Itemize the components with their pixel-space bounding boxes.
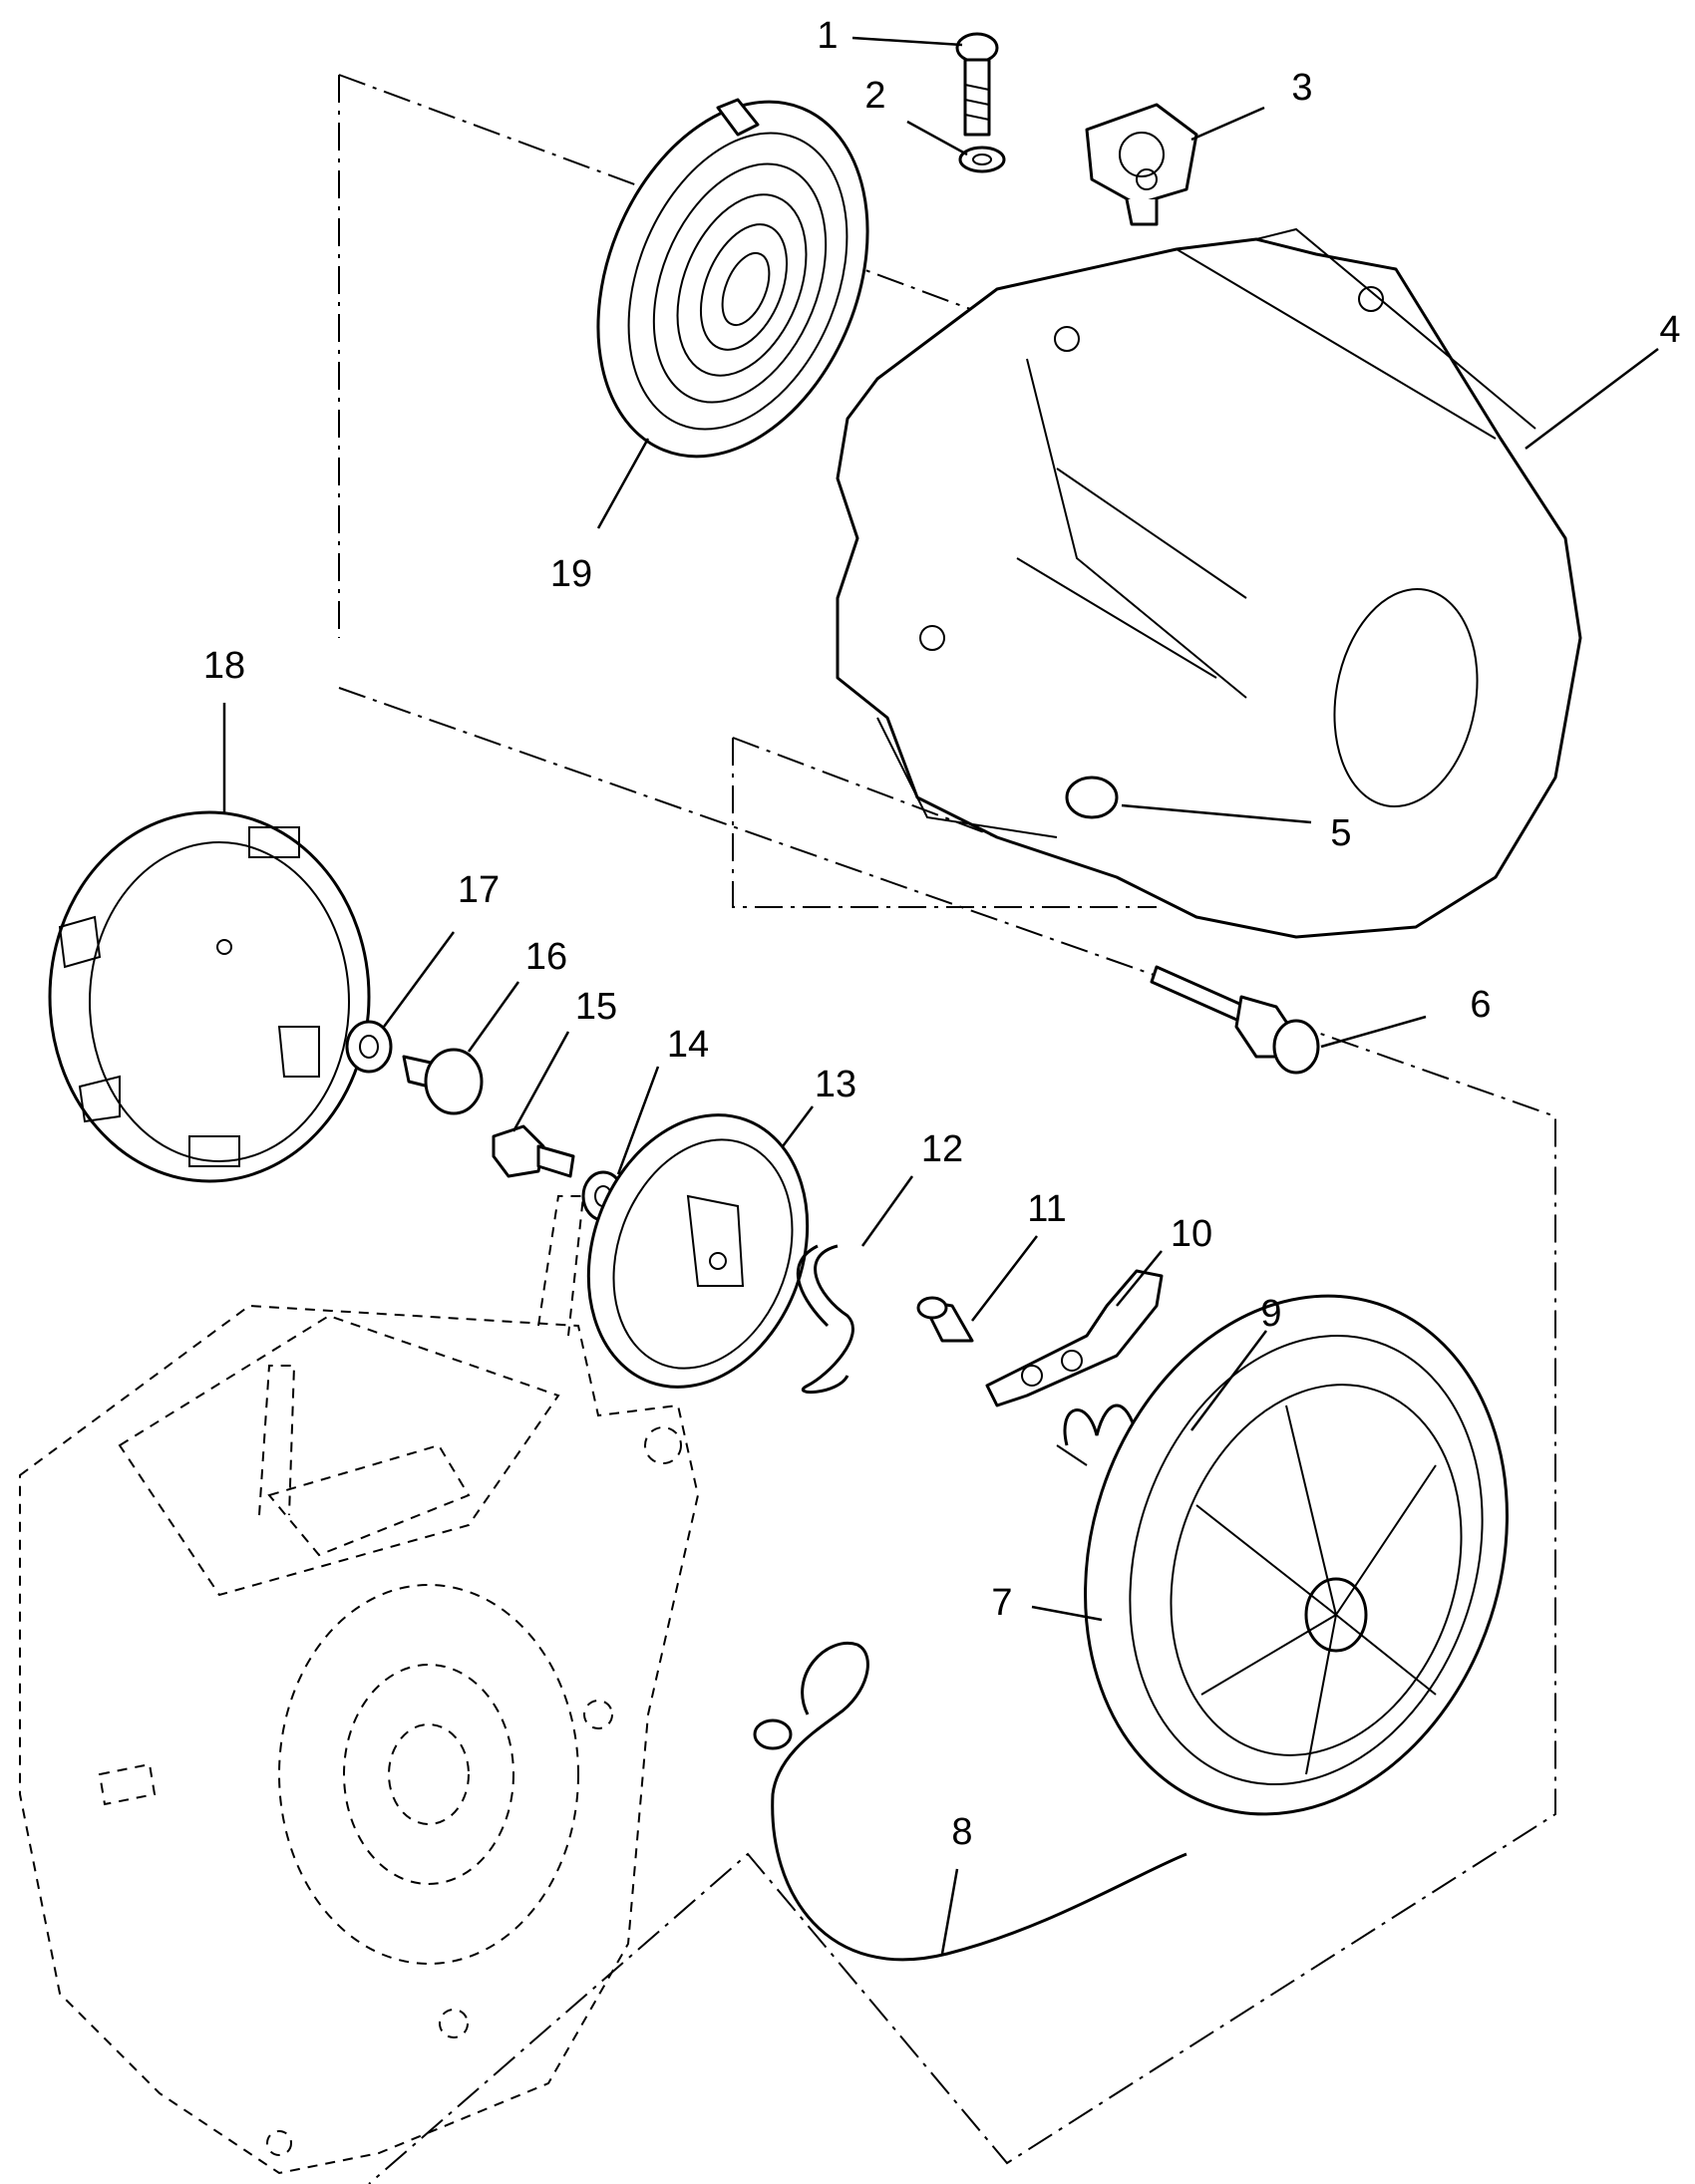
- washer: [958, 146, 1006, 173]
- leader-lines: [222, 36, 1659, 1955]
- callout-17: 17: [458, 869, 500, 911]
- starter-pulley-drum: [48, 810, 371, 1183]
- starter-reel: [1084, 1294, 1509, 1816]
- callout-16: 16: [525, 936, 567, 978]
- callout-labels: 1 2 3 4 5 6 7 8 9 10 11 12 13 14 15 16 1…: [203, 15, 1681, 1853]
- callout-7: 7: [991, 1582, 1012, 1624]
- pawl: [985, 1269, 1164, 1407]
- spring-clip: [796, 1244, 854, 1395]
- callout-18: 18: [203, 645, 245, 687]
- recoil-spring: [596, 98, 869, 459]
- recoil-housing: [836, 168, 1582, 939]
- callout-5: 5: [1330, 812, 1351, 854]
- shoulder-bolt: [402, 1048, 484, 1115]
- callout-1: 1: [817, 15, 838, 57]
- starter-rope: [753, 1642, 1187, 1962]
- callout-10: 10: [1171, 1213, 1212, 1255]
- mounting-bolt: [1150, 965, 1320, 1075]
- callout-19: 19: [550, 553, 592, 595]
- callout-6: 6: [1470, 984, 1491, 1026]
- housing-plug: [1065, 776, 1119, 819]
- callout-15: 15: [575, 986, 617, 1028]
- callout-14: 14: [667, 1024, 709, 1066]
- callout-12: 12: [921, 1128, 963, 1170]
- pin: [916, 1296, 974, 1343]
- flange-bolt: [492, 1124, 575, 1178]
- washer: [345, 1020, 393, 1074]
- callout-9: 9: [1260, 1293, 1281, 1335]
- callout-4: 4: [1659, 309, 1680, 351]
- bolt: [955, 32, 999, 137]
- friction-plate: [586, 1113, 810, 1389]
- callout-3: 3: [1291, 67, 1312, 109]
- rope-guide-bracket: [1085, 103, 1198, 226]
- callout-2: 2: [864, 75, 885, 117]
- callout-13: 13: [815, 1064, 856, 1105]
- callout-8: 8: [951, 1811, 972, 1853]
- engine-block-reference: [19, 1195, 700, 2175]
- callout-11: 11: [1027, 1188, 1066, 1230]
